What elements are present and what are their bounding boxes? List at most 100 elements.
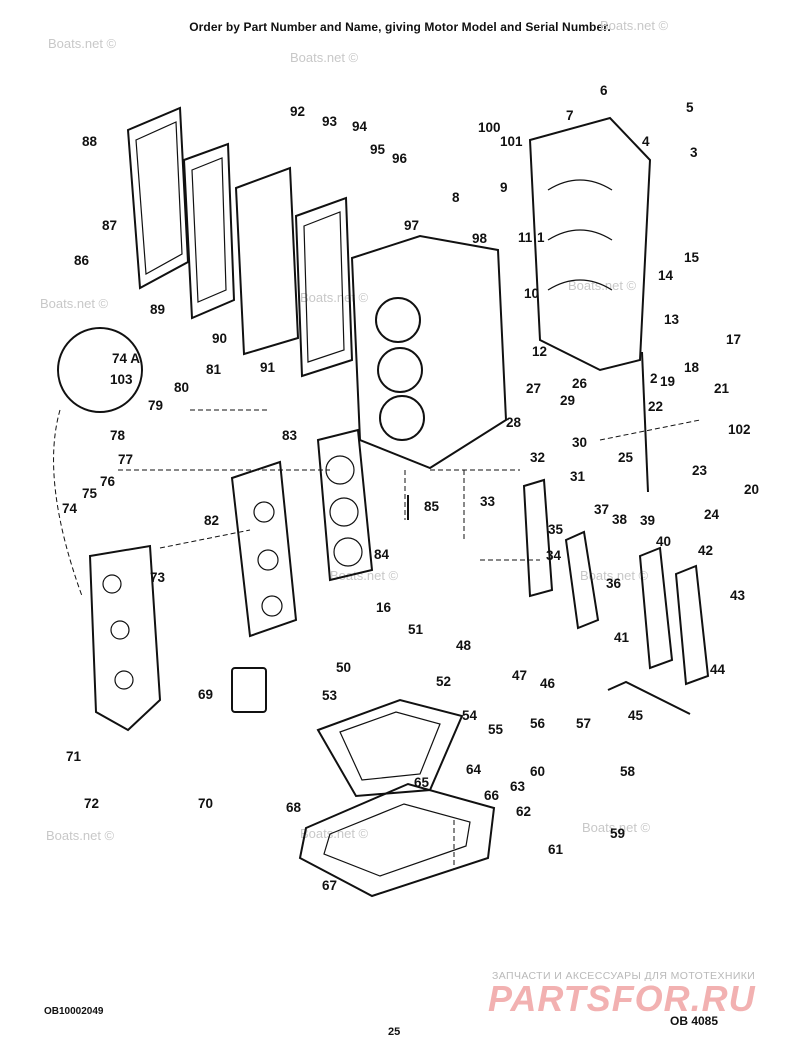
callout-66: 66: [484, 788, 500, 803]
callout-10: 10: [524, 286, 539, 301]
exhaust-divider-plate: [234, 166, 300, 356]
callout-48: 48: [456, 638, 472, 653]
callout-16: 16: [376, 600, 392, 615]
callout-71: 71: [66, 749, 82, 764]
callout-59: 59: [610, 826, 625, 841]
drawing-reference: OB10002049: [44, 1006, 104, 1017]
head-gasket: [316, 428, 374, 582]
callout-78: 78: [110, 428, 126, 443]
callout-17: 17: [726, 332, 741, 347]
callout-55: 55: [488, 722, 504, 737]
callout-68: 68: [286, 800, 302, 815]
callout-92: 92: [290, 104, 305, 119]
callout-13: 13: [664, 312, 680, 327]
callout-94: 94: [352, 119, 368, 134]
callout-51: 51: [408, 622, 424, 637]
callout-22: 22: [648, 399, 663, 414]
callout-labels: 1234567891011121314151617181920212223242…: [62, 83, 759, 893]
callout-50: 50: [336, 660, 351, 675]
callout-80: 80: [174, 380, 189, 395]
adapter-plate: [298, 782, 496, 898]
callout-87: 87: [102, 218, 117, 233]
watermark: Boats.net ©: [48, 36, 117, 51]
callout-23: 23: [692, 463, 708, 478]
callout-53: 53: [322, 688, 338, 703]
callout-43: 43: [730, 588, 746, 603]
callout-54: 54: [462, 708, 478, 723]
callout-36: 36: [606, 576, 622, 591]
callout-88: 88: [82, 134, 98, 149]
watermark-layer: Boats.net © Boats.net © Boats.net © Boat…: [40, 18, 669, 843]
callout-100: 100: [478, 120, 501, 135]
callout-84: 84: [374, 547, 390, 562]
callout-95: 95: [370, 142, 386, 157]
callout-37: 37: [594, 502, 609, 517]
callout-47: 47: [512, 668, 527, 683]
callout-85: 85: [424, 499, 440, 514]
watermark: Boats.net ©: [290, 50, 359, 65]
callout-29: 29: [560, 393, 575, 408]
callout-79: 79: [148, 398, 163, 413]
callout-74: 74: [62, 501, 78, 516]
watermark: Boats.net ©: [600, 18, 669, 33]
watermark: Boats.net ©: [330, 568, 399, 583]
callout-73: 73: [150, 570, 166, 585]
callout-4: 4: [642, 134, 650, 149]
callout-52: 52: [436, 674, 451, 689]
callout-83: 83: [282, 428, 298, 443]
callout-56: 56: [530, 716, 546, 731]
callout-5: 5: [686, 100, 694, 115]
callout-61: 61: [548, 842, 564, 857]
cylinder-head: [230, 460, 298, 638]
callout-6: 6: [600, 83, 608, 98]
callout-19: 19: [660, 374, 675, 389]
watermark: Boats.net ©: [582, 820, 651, 835]
inner-exhaust-plate: [316, 698, 464, 798]
callout-41: 41: [614, 630, 630, 645]
callout-67: 67: [322, 878, 337, 893]
callout-72: 72: [84, 796, 99, 811]
callout-39: 39: [640, 513, 655, 528]
callout-98: 98: [472, 231, 488, 246]
callout-58: 58: [620, 764, 636, 779]
callout-40: 40: [656, 534, 671, 549]
exhaust-gasket: [182, 142, 236, 320]
callout-91: 91: [260, 360, 276, 375]
callout-33: 33: [480, 494, 496, 509]
callout-81: 81: [206, 362, 222, 377]
callout-97: 97: [404, 218, 419, 233]
callout-8: 8: [452, 190, 460, 205]
callout-60: 60: [530, 764, 545, 779]
detail-circle: [57, 327, 143, 413]
part-drawings: [53, 106, 710, 898]
callout-18: 18: [684, 360, 700, 375]
exhaust-gasket-2: [294, 196, 354, 378]
callout-26: 26: [572, 376, 588, 391]
callout-62: 62: [516, 804, 531, 819]
bracket-41: [638, 546, 674, 670]
watermark: Boats.net ©: [580, 568, 649, 583]
exhaust-cover: [126, 106, 190, 290]
callout-77: 77: [118, 452, 133, 467]
bracket-34: [522, 478, 554, 598]
hose: [607, 680, 691, 715]
callout-63: 63: [510, 779, 526, 794]
cylinder-block: [350, 234, 508, 470]
watermark: Boats.net ©: [40, 296, 109, 311]
callout-7: 7: [566, 108, 574, 123]
callout-14: 14: [658, 268, 674, 283]
watermark: Boats.net ©: [300, 826, 369, 841]
callout-21: 21: [714, 381, 730, 396]
callout-93: 93: [322, 114, 338, 129]
callout-86: 86: [74, 253, 90, 268]
callout-101: 101: [500, 134, 523, 149]
callout-3: 3: [690, 145, 698, 160]
callout-44: 44: [710, 662, 726, 677]
callout-76: 76: [100, 474, 116, 489]
bracket-42: [674, 564, 710, 686]
callout-20: 20: [744, 482, 759, 497]
callout-90: 90: [212, 331, 227, 346]
callout-24: 24: [704, 507, 720, 522]
callout-57: 57: [576, 716, 591, 731]
